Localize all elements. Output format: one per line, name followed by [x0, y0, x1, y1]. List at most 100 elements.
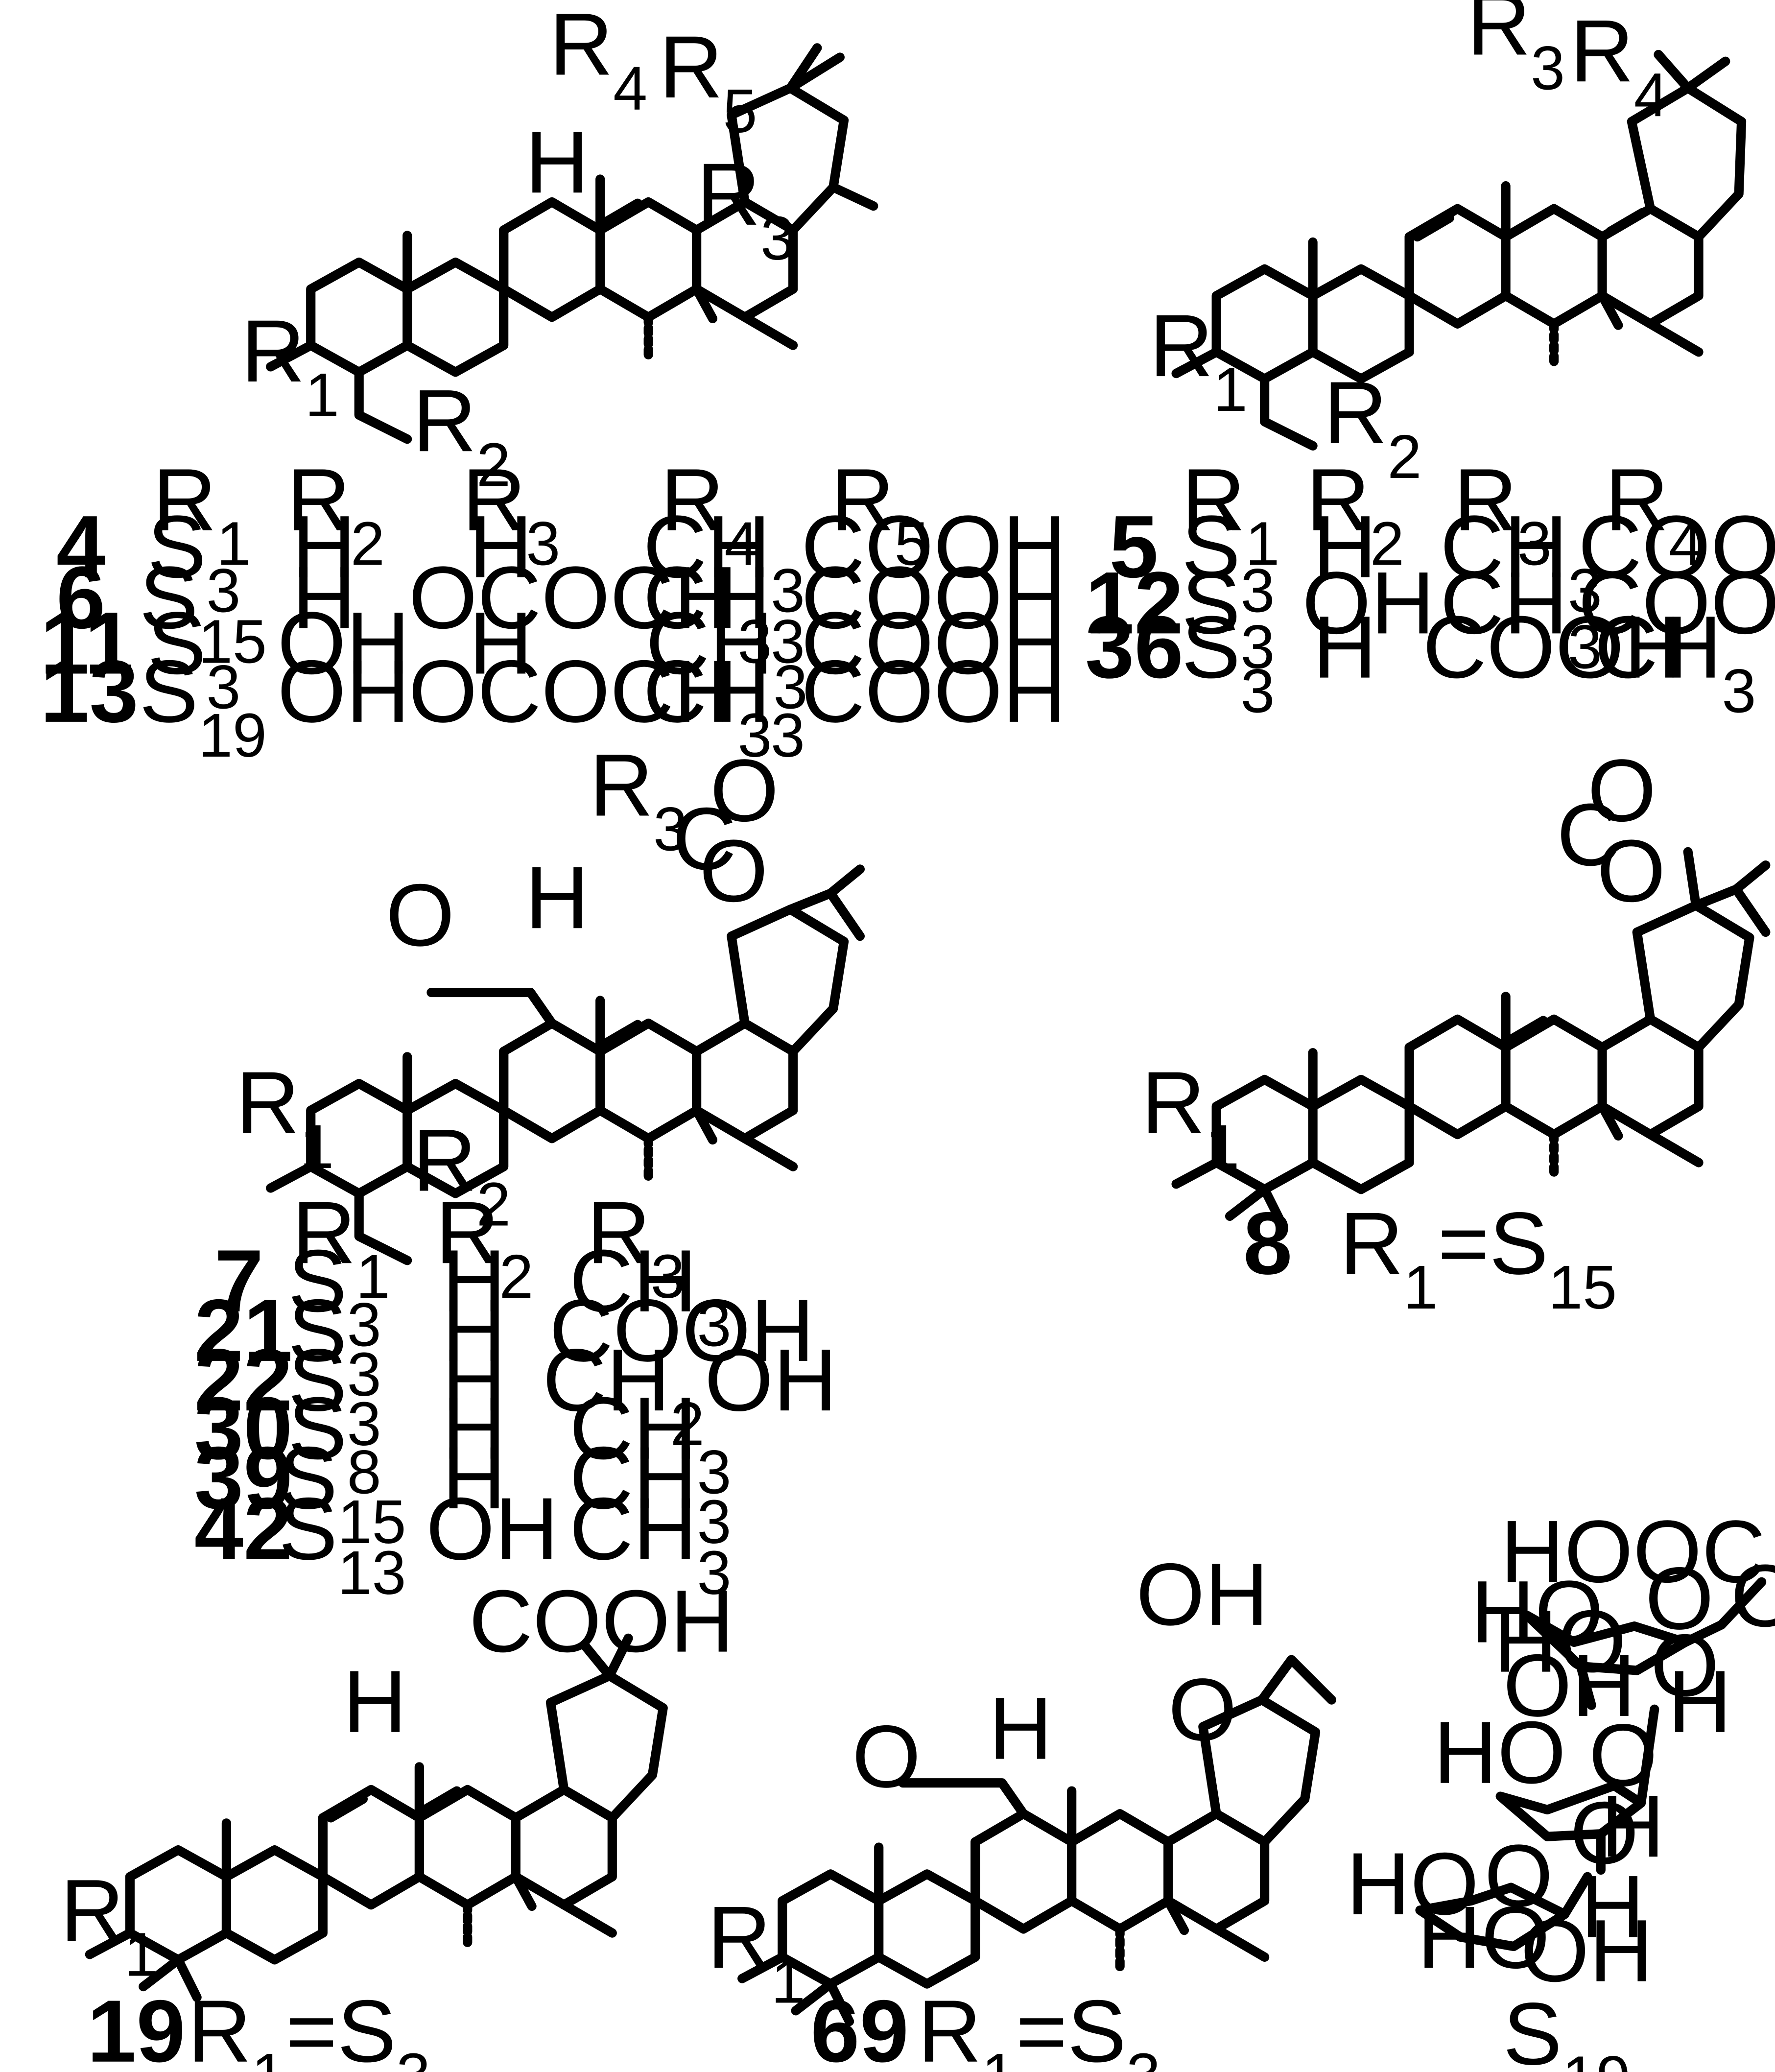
- table-header: R2: [435, 1184, 533, 1311]
- compound-number: 6: [56, 548, 105, 647]
- compound-number: 39: [194, 1429, 293, 1527]
- structure-69-labels: OH O H O R1 69 R1=S3: [708, 1546, 1269, 2072]
- ring-label: R1: [236, 1054, 334, 1181]
- ring-label: R1: [241, 302, 339, 429]
- ring-label: R1: [1141, 1054, 1239, 1181]
- table-cell: CH3: [569, 1232, 732, 1359]
- ring-label: OH: [1520, 1902, 1653, 2001]
- ring-label: O: [852, 1708, 921, 1806]
- structure-19-labels: COOH H R1 19 R1=S3: [60, 1572, 734, 2072]
- ring-label: R3: [697, 145, 795, 273]
- compound-number: 8: [1243, 1194, 1292, 1293]
- ring-label: H: [1668, 1653, 1731, 1751]
- ring-label: R3: [590, 736, 687, 863]
- table-cell: CH3: [569, 1480, 732, 1607]
- table-cell: OH: [1302, 554, 1435, 652]
- table-cell: CH3: [569, 1429, 732, 1556]
- table-cell: COOH: [801, 498, 1066, 596]
- structure-69: [737, 1655, 1337, 2026]
- ring-label: OH: [1503, 1637, 1636, 1735]
- table-cell: S13: [279, 1480, 406, 1607]
- sugar-s19: [1415, 1577, 1767, 1952]
- table-header: R5: [830, 451, 928, 578]
- table-cell: OH: [426, 1480, 559, 1578]
- table-cell: CH3: [646, 594, 808, 721]
- table-cell: COOH: [1578, 554, 1775, 652]
- table-cell: H: [442, 1429, 506, 1527]
- ring-label: H: [525, 849, 589, 947]
- table-cell: S3: [1182, 498, 1275, 624]
- structure-2: [1171, 49, 1747, 451]
- table-cell: OH: [277, 594, 410, 692]
- compound-number: 13: [40, 643, 139, 741]
- table-cell: S3: [288, 1331, 381, 1458]
- ring-label: H: [525, 113, 589, 212]
- ring-label: C: [1557, 786, 1620, 884]
- table-header: R1: [153, 451, 251, 578]
- ring-label: O: [699, 822, 768, 921]
- table-cell: S3: [288, 1282, 381, 1408]
- ring-label: H: [1601, 1777, 1664, 1876]
- table-3: R1 R2 R3 7 S3 H CH3 21 S3 H COOH 22 S3 H…: [194, 1184, 837, 1607]
- ring-label: R2: [413, 1111, 511, 1238]
- table-cell: H: [469, 498, 533, 596]
- ring-label: O: [1168, 1661, 1237, 1759]
- structure-3-labels: R3 O C O H O R1 R2: [236, 736, 779, 1238]
- ring-label: OH: [1136, 1546, 1269, 1644]
- table-cell: H: [1313, 498, 1376, 596]
- compound-number: 11: [40, 594, 134, 692]
- sugar-s19-labels: HOOC HO HO O O O H OH HO O O H HO O HO O…: [1347, 1502, 1775, 2072]
- structure-3: [266, 864, 865, 1265]
- table-cell: CH3: [1440, 554, 1602, 681]
- table-header: R2: [1306, 451, 1404, 578]
- compound-number: 42: [194, 1480, 293, 1578]
- table-header: R3: [587, 1184, 685, 1311]
- structure-1: [266, 43, 878, 444]
- table-cell: COOH: [801, 548, 1066, 647]
- compound-number: 12: [1085, 554, 1183, 652]
- table-cell: S8: [288, 1380, 381, 1507]
- structure-2-labels: R3 R4 R1 R2: [1149, 0, 1668, 491]
- table-header: R2: [286, 451, 384, 578]
- table-cell: CH3: [643, 548, 805, 676]
- compound-number: 7: [214, 1232, 263, 1331]
- ring-label: O: [386, 866, 454, 965]
- ring-label: O: [710, 741, 779, 840]
- ring-label: HO: [1433, 1704, 1566, 1802]
- ring-label: COOH: [469, 1572, 734, 1671]
- ring-label: R1: [60, 1862, 158, 1989]
- table-header: R3: [462, 451, 560, 578]
- table-cell: COOH: [801, 643, 1066, 741]
- ring-label: C: [672, 790, 736, 888]
- ring-label: R2: [413, 372, 511, 499]
- table-1: R1 R2 R3 R4 R5 4 S3 H H CH3 COOH 6 S15 H…: [40, 451, 1066, 770]
- caption: R1=S3: [188, 1982, 430, 2072]
- table-cell: CH3: [643, 498, 805, 624]
- table-cell: S3: [1182, 554, 1275, 681]
- ring-label: O: [1484, 1827, 1553, 1925]
- table-cell: CH3: [1440, 498, 1602, 624]
- ring-label: O: [1651, 1617, 1719, 1715]
- caption: S19: [1503, 1985, 1631, 2072]
- table-cell: OCOCH3: [408, 548, 772, 676]
- ring-label: O: [1645, 1549, 1714, 1648]
- table-cell: OH: [277, 643, 410, 741]
- ring-label: O: [1731, 1547, 1775, 1645]
- compound-number: 30: [194, 1380, 293, 1478]
- table-header: R4: [661, 451, 758, 578]
- table-cell: S19: [140, 643, 267, 769]
- table-cell: H: [292, 548, 355, 647]
- table-cell: COOH: [549, 1282, 815, 1380]
- ring-label: HO: [1493, 1593, 1626, 1691]
- ring-label: R1: [708, 1888, 805, 2016]
- compound-number: 21: [194, 1282, 293, 1380]
- table-cell: S15: [279, 1429, 406, 1556]
- ring-label: R2: [1324, 364, 1421, 491]
- structure-1-labels: R4 R5 H R3 R1 R2: [241, 0, 795, 499]
- table-cell: S3: [288, 1232, 381, 1359]
- table-cell: H: [1313, 598, 1376, 697]
- structure-8: [1171, 847, 1771, 1232]
- table-header: R1: [292, 1184, 390, 1311]
- table-cell: H: [442, 1282, 506, 1380]
